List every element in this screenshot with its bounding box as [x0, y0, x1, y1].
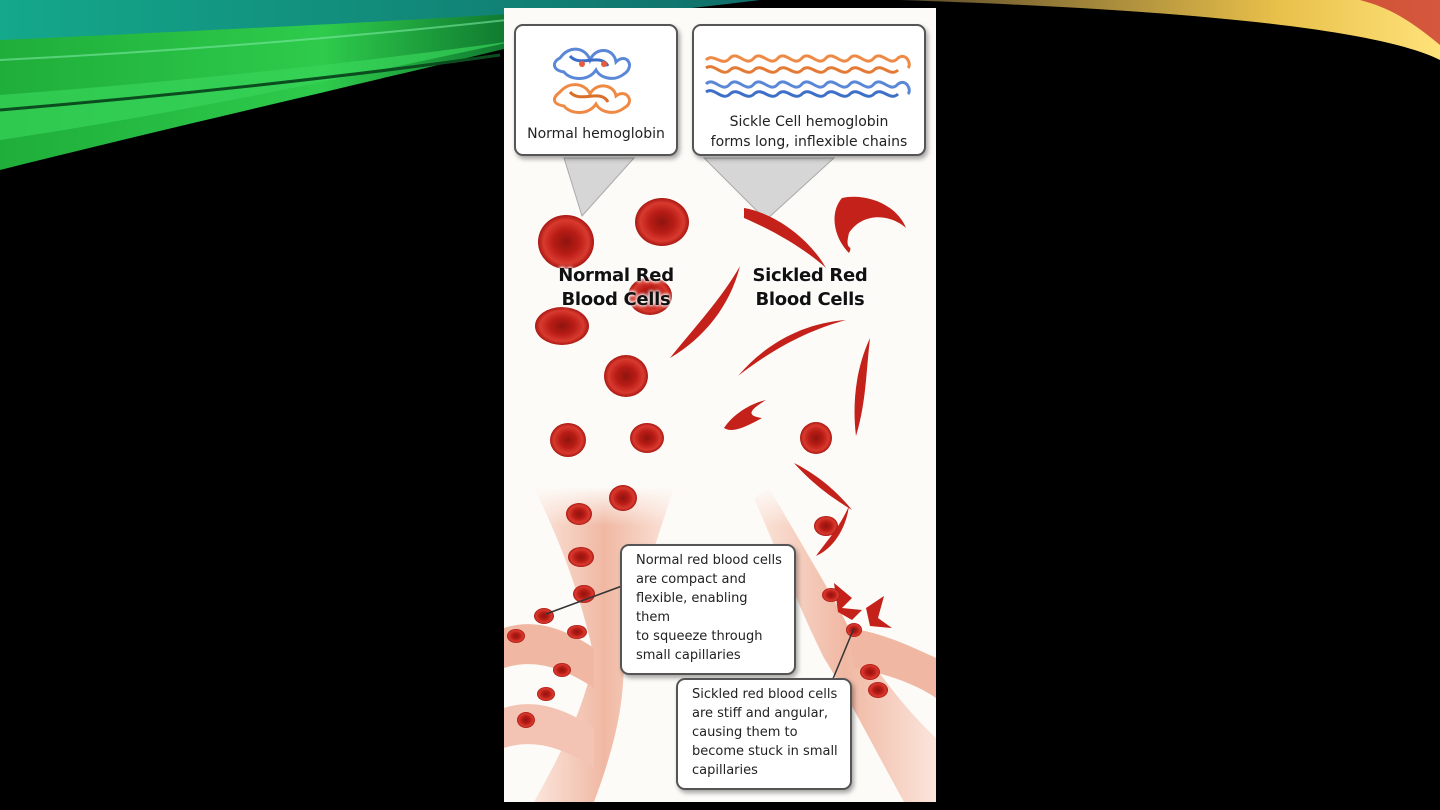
normal-note-leader-line — [545, 585, 623, 615]
sickle-hemoglobin-callout: Sickle Cell hemoglobin forms long, infle… — [692, 24, 926, 156]
note-line: small capillaries — [636, 648, 741, 663]
sickled-red-blood-cells — [670, 196, 906, 628]
note-line: capillaries — [692, 763, 758, 778]
sickled-heading-line2: Blood Cells — [755, 289, 865, 310]
sickled-cells-heading: Sickled Red Blood Cells — [740, 264, 880, 312]
sickle-hemoglobin-label-line1: Sickle Cell hemoglobin — [729, 114, 889, 130]
sickle-hemoglobin-label-line2: forms long, inflexible chains — [710, 134, 908, 150]
note-line: are stiff and angular, — [692, 706, 829, 721]
note-line: Sickled red blood cells — [692, 687, 838, 702]
note-line: become stuck in small — [692, 744, 838, 759]
note-line: are compact and — [636, 572, 746, 587]
normal-hemoglobin-label: Normal hemoglobin — [527, 126, 665, 142]
sickled-capillary — [744, 486, 936, 802]
sickled-heading-line1: Sickled Red — [752, 265, 868, 286]
note-line: Normal red blood cells — [636, 553, 782, 568]
normal-heading-line1: Normal Red — [558, 265, 674, 286]
sickled-cells-note: Sickled red blood cells are stiff and an… — [676, 678, 852, 790]
normal-red-blood-cells — [507, 198, 689, 728]
note-line: to squeeze through — [636, 629, 763, 644]
normal-cells-note: Normal red blood cells are compact and f… — [620, 544, 796, 675]
normal-hemoglobin-callout: Normal hemoglobin — [514, 24, 678, 156]
normal-cells-heading: Normal Red Blood Cells — [546, 264, 686, 312]
note-line: causing them to — [692, 725, 798, 740]
sickled-note-leader-line — [829, 627, 855, 687]
sickle-cell-diagram: Normal hemoglobin Sickle Cell hemoglobin… — [504, 8, 936, 802]
note-line: flexible, enabling them — [636, 591, 748, 625]
normal-heading-line2: Blood Cells — [561, 289, 671, 310]
normal-cells-in-sickle-vessel — [800, 422, 888, 698]
